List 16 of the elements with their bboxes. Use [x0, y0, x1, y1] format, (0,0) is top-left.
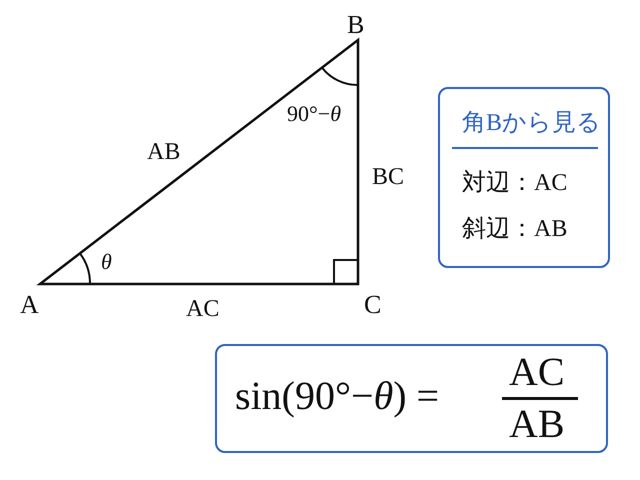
info-text: 対辺：AC: [462, 171, 568, 195]
vertex-label: C: [364, 292, 382, 318]
side-label: AC: [186, 297, 220, 321]
angle-label: θ: [101, 251, 112, 273]
numerator: AC: [509, 352, 565, 392]
formula-text: sin(90°−θ) =: [235, 376, 440, 416]
info-text: 斜辺：AB: [462, 217, 568, 241]
side-label: AB: [147, 140, 180, 164]
side-label: BC: [372, 165, 404, 189]
angle-label: 90°−θ: [287, 103, 342, 125]
denominator: AB: [509, 404, 565, 444]
vertex-label: B: [347, 12, 364, 38]
formula-box: [215, 344, 608, 453]
box-heading: 角Bから見る: [462, 111, 602, 135]
info-box: [438, 87, 610, 268]
vertex-label: A: [20, 292, 39, 318]
